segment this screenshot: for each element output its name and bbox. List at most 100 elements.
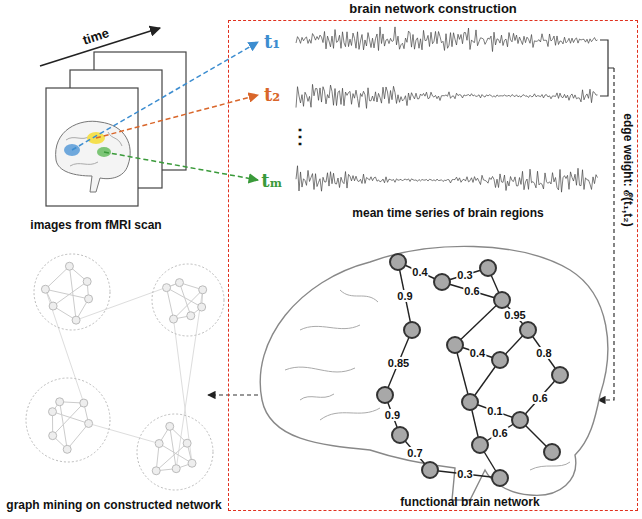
illustration-stroke: [40, 28, 186, 206]
illustration-stroke: [176, 290, 202, 469]
series-label: t₁: [264, 32, 280, 52]
illustration-stroke: [49, 302, 57, 310]
edge-weight: 0.6: [491, 426, 508, 438]
series-label: t₂: [264, 85, 280, 105]
illustration-stroke: [41, 285, 49, 293]
illustration-stroke: [174, 319, 192, 463]
illustration-stroke: [104, 152, 258, 180]
illustration-stroke: [377, 254, 568, 486]
illustration-stroke: [34, 254, 110, 330]
illustration-stroke: [434, 274, 450, 290]
illustration-stroke: [285, 290, 570, 470]
edge-weight: 0.6: [531, 391, 548, 403]
illustration-stroke: [26, 254, 224, 490]
illustration-stroke: [45, 266, 69, 289]
illustration-stroke: [170, 426, 176, 468]
edge-weight: 0.4: [469, 346, 486, 358]
dashed-region: brain network construction: [228, 20, 638, 511]
illustration-stroke: [137, 414, 213, 490]
illustration-stroke: [65, 262, 73, 270]
edge-weight: 0.4: [411, 266, 428, 278]
edge-weight: 0.1: [486, 405, 503, 417]
illustration-stroke: [296, 27, 598, 52]
illustration-stroke: [472, 437, 488, 453]
illustration-stroke: [45, 289, 83, 403]
illustration-stroke: [155, 440, 163, 448]
caption-label: graph mining on constructed network: [6, 499, 221, 512]
illustration-stroke: [520, 375, 560, 420]
illustration-stroke: [172, 465, 180, 473]
illustration-stroke: [188, 459, 196, 467]
edge-weight: 0.7: [406, 446, 423, 458]
illustration-stroke: [72, 42, 258, 180]
edge-weight: 0.9: [396, 290, 413, 302]
illustration-stroke: [199, 286, 207, 294]
illustration-stroke: [600, 40, 614, 96]
illustration-stroke: [385, 330, 412, 395]
illustration-stroke: [96, 95, 258, 138]
illustration-stroke: [46, 88, 138, 206]
illustration-stroke: [447, 337, 463, 353]
illustration-stroke: [166, 422, 174, 430]
series-label: tₘ: [261, 171, 282, 191]
illustration-stroke: [494, 292, 510, 308]
illustration-stroke: [53, 403, 84, 436]
illustration-stroke: [67, 423, 88, 449]
illustration-stroke: [152, 467, 160, 475]
illustration-stroke: [60, 402, 68, 450]
edge-weight: 0.85: [387, 356, 410, 368]
illustration-stroke: [85, 419, 93, 427]
illustration-stroke: [26, 378, 110, 462]
illustration-stroke: [480, 260, 496, 276]
illustration-stroke: [422, 462, 438, 478]
illustration-stroke: [83, 278, 91, 286]
illustration-stroke: [260, 246, 608, 500]
illustration-stroke: [72, 42, 258, 150]
illustration-stroke: [392, 427, 408, 443]
illustration-stroke: [544, 444, 560, 460]
illustration-stroke: [492, 470, 508, 486]
caption-label: mean time series of brain regions: [352, 207, 543, 220]
illustration-stroke: [520, 322, 536, 338]
ellipsis: ⋮: [290, 125, 310, 147]
illustration-stroke: [53, 282, 87, 307]
illustration-stroke: [72, 316, 80, 324]
illustration-stroke: [80, 399, 88, 407]
illustration-stroke: [69, 266, 76, 320]
illustration-stroke: [296, 84, 598, 108]
illustration-stroke: [404, 322, 420, 338]
illustration-stroke: [48, 408, 56, 416]
illustration-stroke: [163, 284, 171, 292]
illustration-stroke: [183, 439, 191, 447]
illustration-stroke: [512, 412, 528, 428]
illustration-stroke: [49, 432, 57, 440]
illustration-stroke: [179, 283, 190, 316]
illustration-stroke: [377, 387, 393, 403]
illustration-stroke: [390, 254, 406, 270]
illustration-stroke: [198, 303, 206, 311]
edge-weight: 0.95: [503, 309, 526, 321]
illustration-stroke: [152, 264, 224, 336]
illustration-stroke: [76, 283, 179, 321]
illustration-stroke: [56, 398, 64, 406]
illustration-stroke: [462, 394, 478, 410]
edge-weight: 0.3: [456, 269, 473, 281]
edge-weight: 0.3: [456, 468, 473, 480]
illustration-stroke: [89, 423, 160, 443]
illustration-stroke: [63, 445, 71, 453]
illustration-stroke: [442, 282, 502, 300]
caption-label: functional brain network: [400, 496, 539, 509]
edge-weight: 0.8: [535, 346, 552, 358]
illustration-stroke: [455, 300, 502, 345]
illustration-stroke: [208, 394, 258, 395]
illustration-stroke: [552, 367, 568, 383]
illustration-stroke: [56, 121, 131, 192]
illustration-stroke: [175, 279, 183, 287]
edge-weight: 0.6: [463, 285, 480, 297]
illustration-stroke: [187, 312, 195, 320]
illustration-stroke: [170, 315, 178, 323]
illustration-stroke: [167, 288, 174, 319]
edge-weight: 0.9: [384, 409, 401, 421]
illustration-stroke: [85, 295, 93, 303]
